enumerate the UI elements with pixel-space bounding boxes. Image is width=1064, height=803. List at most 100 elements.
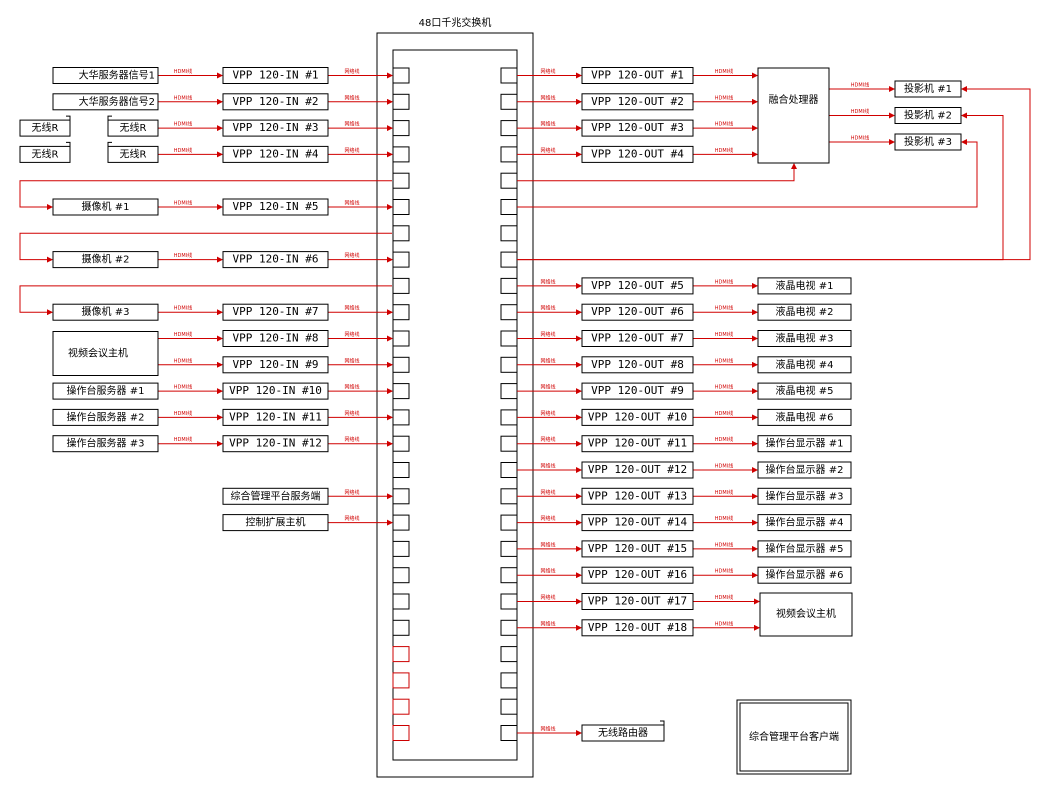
hdmi-cable-label: HDMI线	[715, 489, 733, 496]
network-cable-label: 网络线	[540, 726, 555, 733]
switch-port-left	[392, 698, 410, 715]
network-cable-label: 网络线	[540, 68, 555, 75]
decoder-box	[581, 487, 694, 505]
decoder-label: VPP 120-OUT #3	[591, 121, 684, 134]
hdmi-cable-label: HDMI线	[715, 541, 733, 548]
network-cable-label: 网络线	[344, 252, 359, 259]
switch-port-right	[500, 146, 518, 163]
source-label: 摄像机 #1	[82, 200, 130, 213]
encoder-box	[222, 198, 329, 216]
projector-box	[894, 107, 962, 124]
encoder-box	[222, 119, 329, 137]
encoder-label: VPP 120-IN #8	[232, 332, 318, 345]
network-cable-label: 网络线	[540, 515, 555, 522]
hdmi-cable-label: HDMI线	[174, 252, 192, 259]
hdmi-cable-label: HDMI线	[715, 463, 733, 470]
decoder-label: VPP 120-OUT #4	[591, 147, 684, 160]
network-cable-label: 网络线	[540, 489, 555, 496]
encoder-box	[222, 251, 329, 269]
hdmi-cable-label: HDMI线	[715, 620, 733, 627]
switch-port-left	[392, 619, 410, 636]
display-label: 液晶电视 #6	[776, 410, 834, 423]
switch-port-right	[500, 383, 518, 400]
network-cable-label: 网络线	[540, 384, 555, 391]
network-cable-label: 网络线	[344, 305, 359, 312]
projector-label: 投影机 #3	[904, 135, 952, 148]
hdmi-cable-label: HDMI线	[174, 121, 192, 128]
network-cable-label: 网络线	[540, 331, 555, 338]
switch-port-left	[392, 567, 410, 584]
decoder-box	[581, 303, 694, 321]
hdmi-cable-label: HDMI线	[715, 594, 733, 601]
source-box	[52, 198, 159, 216]
hdmi-cable-label: HDMI线	[851, 135, 869, 142]
decoder-label: VPP 120-OUT #5	[591, 279, 684, 292]
decoder-label: VPP 120-OUT #8	[591, 358, 684, 371]
client-box-inner	[739, 702, 849, 772]
router-label: 无线路由器	[598, 726, 648, 739]
encoder-label: VPP 120-IN #1	[232, 69, 318, 82]
encoder-box	[222, 382, 329, 400]
hdmi-cable-label: HDMI线	[715, 331, 733, 338]
switch-port-left	[392, 435, 410, 452]
hdmi-cable-label: HDMI线	[715, 305, 733, 312]
switch-port-right	[500, 514, 518, 531]
projector-control-wire	[517, 139, 978, 208]
decoder-box	[581, 566, 694, 584]
switch-port-left	[392, 383, 410, 400]
switch-port-left	[392, 488, 410, 505]
left-device-label: 控制扩展主机	[246, 516, 306, 529]
left-device-box	[222, 487, 329, 505]
camera-control-wire	[19, 180, 392, 210]
network-cable-label: 网络线	[540, 620, 555, 627]
network-cable-label: 网络线	[540, 305, 555, 312]
network-cable-label: 网络线	[540, 436, 555, 443]
encoder-label: VPP 120-IN #10	[229, 384, 322, 397]
decoder-label: VPP 120-OUT #11	[588, 437, 687, 450]
encoder-label: VPP 120-IN #2	[232, 95, 318, 108]
display-box	[757, 514, 852, 532]
network-cable-label: 网络线	[540, 410, 555, 417]
decoder-box	[581, 514, 694, 532]
source-label: 摄像机 #3	[82, 305, 130, 318]
display-label: 液晶电视 #4	[776, 358, 834, 371]
encoder-box	[222, 408, 329, 426]
switch-port-left	[392, 67, 410, 84]
encoder-label: VPP 120-IN #9	[232, 358, 318, 371]
source-box	[52, 251, 159, 269]
decoder-label: VPP 120-OUT #1	[591, 69, 684, 82]
network-cable-label: 网络线	[540, 541, 555, 548]
hdmi-cable-label: HDMI线	[715, 436, 733, 443]
switch-port-right	[500, 593, 518, 610]
switch-port-right	[500, 120, 518, 137]
source-label: 操作台服务器 #3	[67, 437, 145, 450]
hdmi-cable-label: HDMI线	[715, 94, 733, 101]
display-label: 液晶电视 #5	[776, 384, 834, 397]
decoder-box	[581, 277, 694, 295]
decoder-box	[581, 145, 694, 163]
switch-port-left	[392, 251, 410, 268]
switch-port-right	[500, 462, 518, 478]
switch-port-right	[500, 67, 518, 84]
hdmi-cable-label: HDMI线	[174, 305, 192, 312]
network-cable-label: 网络线	[540, 278, 555, 285]
decoder-box	[581, 93, 694, 111]
switch-port-right	[500, 488, 518, 505]
decoder-label: VPP 120-OUT #18	[588, 621, 687, 634]
encoder-label: VPP 120-IN #4	[232, 147, 318, 160]
hdmi-cable-label: HDMI线	[174, 68, 192, 75]
source-label: 大华服务器信号1	[79, 69, 155, 82]
switch-port-right	[500, 225, 518, 242]
switch-port-right	[500, 251, 518, 268]
network-cable-label: 网络线	[344, 147, 359, 154]
left-device-label: 综合管理平台服务端	[231, 489, 321, 502]
decoder-box	[581, 67, 694, 84]
switch-port-left	[392, 330, 410, 347]
display-box	[757, 303, 852, 321]
display-label: 液晶电视 #3	[776, 332, 834, 345]
network-cable-label: 网络线	[344, 331, 359, 338]
display-box	[757, 566, 852, 584]
source-box	[52, 408, 159, 426]
network-cable-label: 网络线	[344, 200, 359, 207]
